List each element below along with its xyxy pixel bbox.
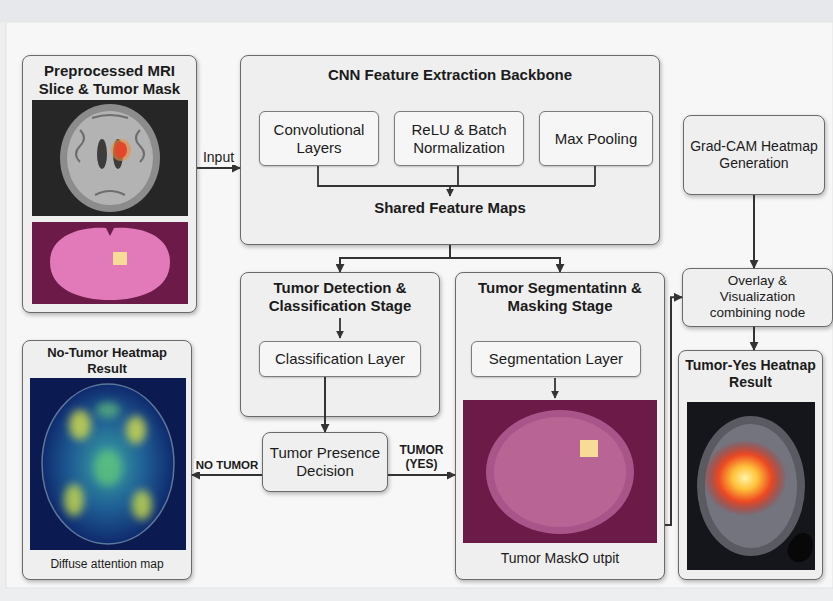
connector-arrow	[388, 474, 455, 476]
connector-arrow	[450, 245, 560, 272]
node-title: Convolutional Layers	[266, 121, 372, 157]
node-title: Grad-CAM Heatmap Generation	[690, 138, 818, 172]
stage-panel: CNN Feature Extraction BackboneShared Fe…	[240, 55, 660, 245]
layer-box: Classification Layer	[259, 341, 421, 377]
edge-label: TUMOR (YES)	[395, 444, 449, 472]
panel	[6, 22, 833, 588]
tumor-heatmap	[687, 402, 815, 570]
node-title: Tumor Presence Decision	[269, 444, 381, 480]
node-title: Max Pooling	[555, 130, 638, 148]
layer-box: Segmentation Layer	[471, 341, 641, 377]
process-box: Grad-CAM Heatmap Generation	[683, 115, 825, 195]
connector-arrow	[753, 327, 755, 350]
connector-arrow	[753, 195, 755, 268]
connector-arrow	[197, 167, 240, 169]
node-title: No-Tumor Heatmap Result	[26, 345, 188, 376]
stage-panel: Tumor Detection & Classification StageCl…	[240, 272, 440, 417]
node-title: Preprocessed MRI Slice & Tumor Mask	[27, 62, 192, 98]
connector-arrow	[192, 474, 262, 476]
node-title: Tumor Segmentatinn & Masking Stage	[462, 279, 658, 315]
connector-arrow	[665, 297, 682, 525]
layer-box: Max Pooling	[539, 111, 653, 166]
connector-arrow	[340, 245, 450, 272]
connector-arrow	[324, 377, 326, 432]
process-box: Overlay & Visualization combining node	[682, 268, 833, 327]
node-title: ReLU & Batch Normalization	[401, 121, 517, 157]
node-title: Tumor Detection & Classification Stage	[247, 279, 433, 315]
mask-output	[463, 400, 657, 543]
diffuse-heatmap	[30, 378, 186, 550]
merge-wire	[318, 166, 595, 186]
node-title: Overlay & Visualization combining node	[689, 273, 826, 322]
inner-arrow	[339, 318, 341, 338]
top-strip	[0, 0, 833, 22]
merge-arrow	[449, 186, 451, 196]
edge-label: Input	[201, 149, 236, 165]
process-box: Tumor Presence Decision	[262, 432, 388, 492]
edge-label: NO TUMOR	[194, 459, 261, 472]
mri-slice	[32, 100, 188, 216]
tumor-mask	[32, 222, 188, 304]
node-caption: Shared Feature Maps	[249, 199, 651, 217]
node-caption: Tumor MaskO utpit	[462, 550, 658, 567]
layer-box: ReLU & Batch Normalization	[394, 111, 524, 166]
inner-arrow	[554, 378, 556, 398]
node-title: CNN Feature Extraction Backbone	[249, 66, 651, 84]
layer-box: Convolutional Layers	[259, 111, 379, 166]
node-title: Segmentation Layer	[489, 350, 623, 368]
node-title: Tumor-Yes Heatnap Result	[683, 357, 818, 391]
node-title: Classification Layer	[275, 350, 405, 368]
node-caption: Diffuse attention map	[26, 557, 188, 571]
